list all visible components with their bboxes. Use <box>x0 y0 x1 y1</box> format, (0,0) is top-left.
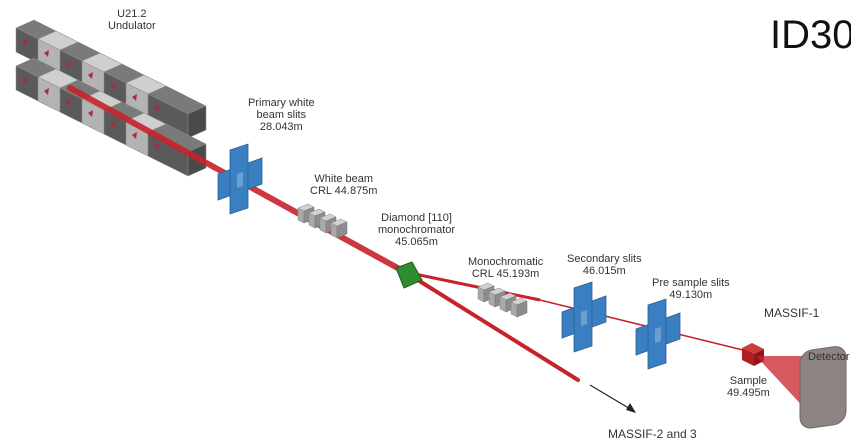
primary-slits-line-1: Primary white <box>248 97 315 109</box>
white-crl-line-1: White beam <box>314 173 374 185</box>
page-title: ID30 <box>770 13 851 57</box>
undulator-label: U21.2 Undulator <box>108 8 156 32</box>
massif23-label: MASSIF-2 and 3 <box>608 427 697 441</box>
white-crl-label: White beam CRL 44.875m <box>310 173 377 197</box>
secondary-slits-position: 46.015m <box>582 265 626 277</box>
secondary-slits-label: Secondary slits 46.015m <box>567 253 642 277</box>
massif23-arrow-shaft <box>589 384 633 411</box>
undulator-sub: Undulator <box>108 20 156 32</box>
mono-beam <box>404 270 541 302</box>
primary-slits-label: Primary white beam slits 28.043m <box>248 97 315 133</box>
sample-label: Sample 49.495m <box>727 375 770 399</box>
presample-slits-label: Pre sample slits 49.130m <box>652 277 730 301</box>
diamond-position: 45.065m <box>395 236 438 248</box>
primary-slits-position: 28.043m <box>259 121 303 133</box>
presample-slits-line-1: Pre sample slits <box>652 277 730 289</box>
mono-crl <box>477 282 528 318</box>
presample-slits <box>635 298 681 370</box>
diffraction-cone <box>756 356 808 412</box>
diamond-line-1: Diamond [110] <box>381 212 452 224</box>
beamline-components <box>217 143 847 429</box>
secondary-slits <box>561 281 607 353</box>
sample-line-1: Sample <box>729 375 768 387</box>
diamond-line-2: monochromator <box>378 224 456 236</box>
detector-label: Detector <box>808 351 850 363</box>
white-beam-crl <box>297 203 348 239</box>
primary-slits-line-2: beam slits <box>256 109 307 121</box>
mono-crl-line-2: CRL 45.193m <box>471 268 540 280</box>
mono-crl-line-1: Monochromatic <box>468 256 544 268</box>
diamond-mono-label: Diamond [110] monochromator 45.065m <box>378 212 455 248</box>
sample-position: 49.495m <box>727 387 770 399</box>
detector <box>799 346 847 429</box>
secondary-slits-line-1: Secondary slits <box>567 253 642 265</box>
massif1-label: MASSIF-1 <box>764 306 820 320</box>
diamond-monochromator <box>395 261 423 289</box>
massif23-beam <box>403 270 580 382</box>
primary-slits <box>217 143 263 215</box>
sample-cube <box>742 343 764 366</box>
undulator-name: U21.2 <box>117 8 147 20</box>
presample-slits-position: 49.130m <box>669 289 713 301</box>
undulator <box>15 19 207 177</box>
mono-crl-label: Monochromatic CRL 45.193m <box>468 256 543 280</box>
white-crl-line-2: CRL 44.875m <box>310 185 378 197</box>
massif23-arrow-head <box>626 403 636 413</box>
undulator-magnet-block <box>147 85 207 139</box>
